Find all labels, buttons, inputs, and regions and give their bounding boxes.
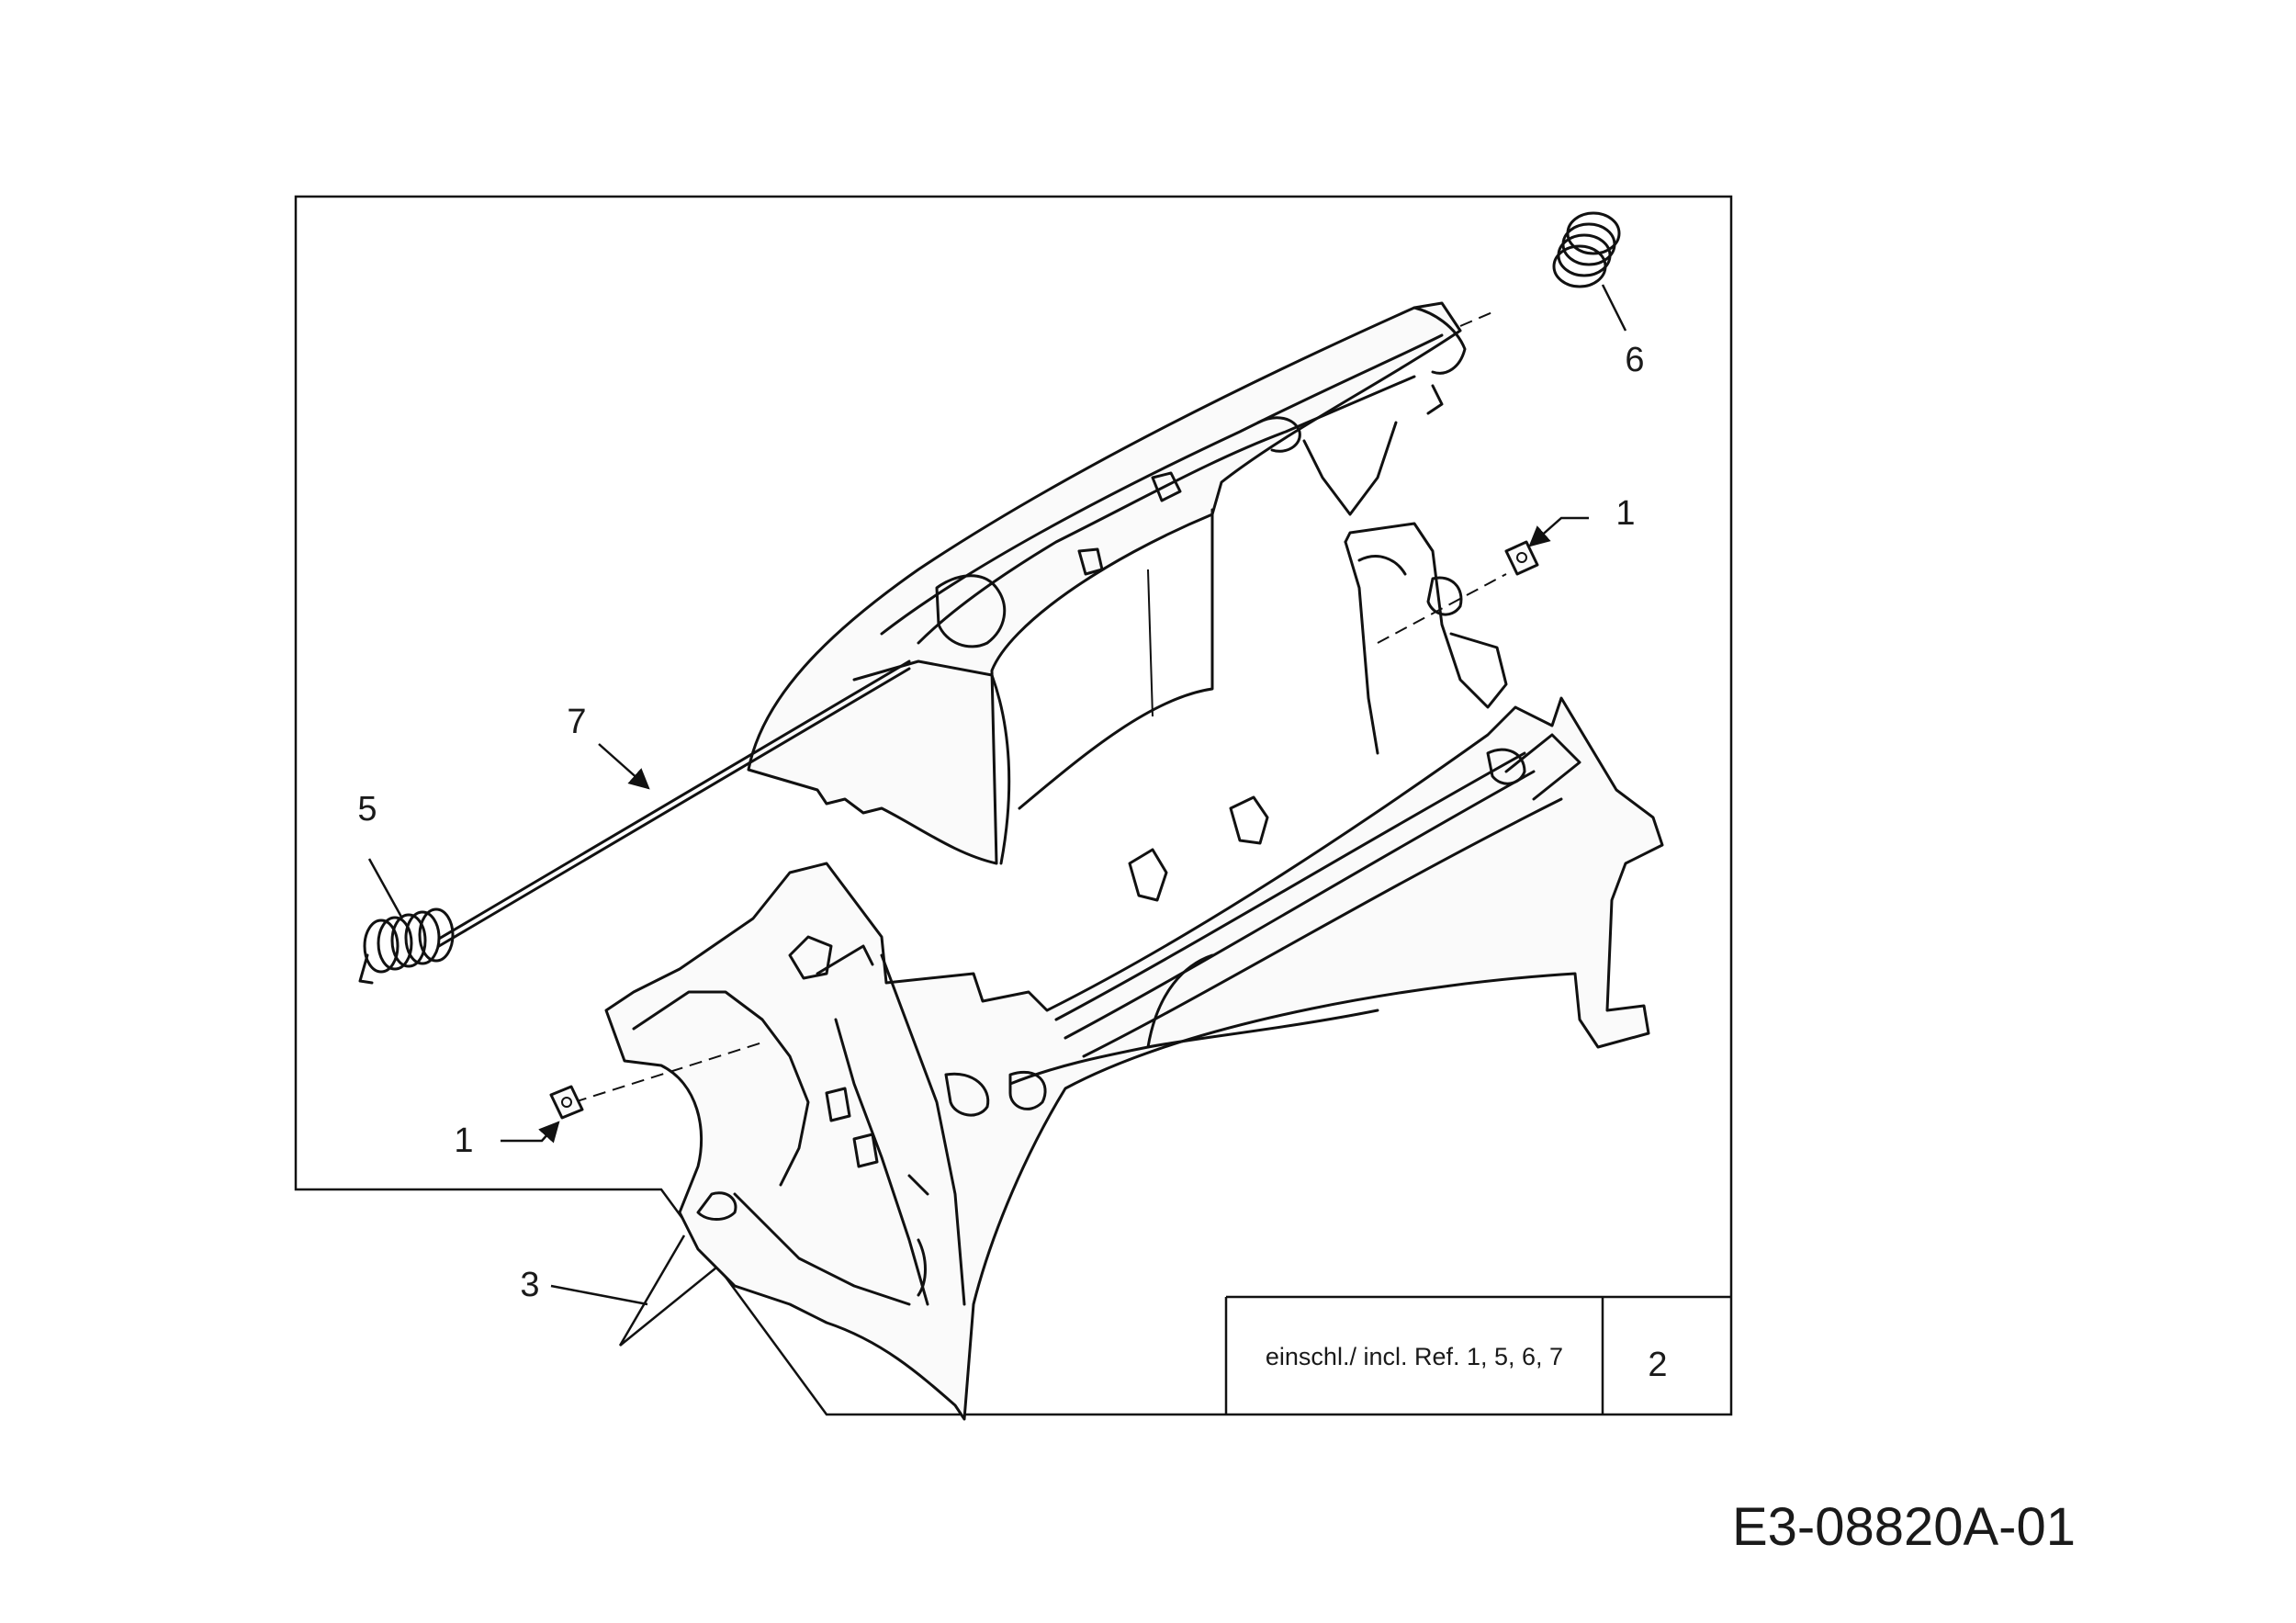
leader-item-5 (367, 858, 404, 919)
upper-cover-part (747, 301, 1467, 865)
torsion-spring-left-part (358, 907, 455, 985)
leader-item-6 (1601, 284, 1627, 332)
assembly-frame (294, 195, 1733, 1416)
leader-item-7 (598, 743, 650, 790)
callout-item-7: 7 (567, 703, 586, 741)
leader-item-1-right (1528, 516, 1589, 547)
nut-right-part (1504, 540, 1539, 576)
spring-rod-part (437, 659, 911, 948)
callout-item-3: 3 (520, 1266, 539, 1304)
callout-item-1-left: 1 (454, 1121, 473, 1160)
nut-left-part (549, 1085, 584, 1120)
assembly-axis-upper (1459, 311, 1493, 327)
assembly-axis-right (1377, 573, 1507, 644)
leader-item-1-left (501, 1121, 560, 1144)
kit-includes-text: einschl./ incl. Ref. 1, 5, 6, 7 (1266, 1343, 1563, 1370)
lower-housing-part (604, 522, 1664, 1421)
callout-item-6: 6 (1625, 341, 1644, 379)
assembly-axis-left (573, 1042, 763, 1103)
drawing-id: E3-08820A-01 (1732, 1497, 2076, 1557)
kit-number: 2 (1648, 1346, 1667, 1384)
kit-box: einschl./ incl. Ref. 1, 5, 6, 7 2 (1224, 1295, 1731, 1414)
callout-item-1-right: 1 (1615, 494, 1635, 533)
leader-item-3 (550, 1234, 717, 1347)
torsion-spring-right-part (1552, 211, 1621, 288)
callout-item-5: 5 (357, 790, 377, 828)
